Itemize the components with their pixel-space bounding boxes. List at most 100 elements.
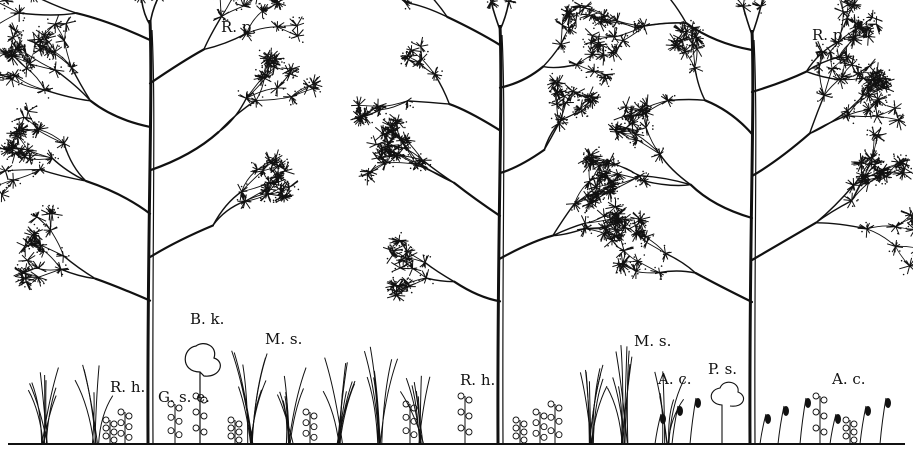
leaf-dot — [398, 293, 400, 295]
leaf-dot — [811, 60, 813, 62]
leaf-dot — [74, 65, 76, 67]
ac-stalk — [860, 406, 871, 444]
herb-leaf — [176, 418, 182, 424]
branch — [705, 100, 752, 134]
leaf-dot — [577, 99, 579, 101]
leaf-dot — [273, 201, 275, 203]
leaf-dot — [587, 195, 589, 197]
leaf-dot — [387, 258, 389, 260]
leaf-dot — [411, 247, 413, 249]
leaf-dot — [279, 7, 281, 9]
leaf-cluster — [899, 257, 913, 274]
herb-leaf — [176, 432, 182, 438]
leaf-dot — [52, 154, 54, 156]
leaf-dot — [632, 223, 634, 225]
leaf-dot — [9, 48, 11, 50]
leaf-dot — [402, 52, 404, 54]
leaf-dot — [393, 160, 395, 162]
leaf-dot — [664, 97, 666, 99]
leaf-dot — [22, 55, 24, 57]
leaf-dot — [614, 183, 616, 185]
branch — [77, 13, 150, 40]
leaf-dot — [394, 247, 396, 249]
ac-flower — [865, 406, 871, 416]
ps-plant — [711, 382, 743, 444]
leaf-dot — [568, 92, 570, 94]
leaf-dot — [592, 176, 594, 178]
leaf-dot — [865, 76, 867, 78]
leaf-cluster — [887, 240, 903, 256]
leaf-dot — [46, 251, 48, 253]
leaf-dot — [629, 225, 631, 227]
leaf-dot — [831, 96, 833, 98]
leaf-dot — [588, 188, 590, 190]
leaf-dot — [292, 77, 294, 79]
leaf-dot — [908, 226, 910, 228]
leaf-dot — [250, 105, 252, 107]
herb-leaf — [126, 434, 132, 440]
leaf-dot — [283, 88, 285, 90]
leaf-dot — [272, 54, 274, 56]
grass-tuft — [28, 368, 58, 444]
leaf-dot — [360, 107, 362, 109]
leaf-dot — [25, 108, 27, 110]
leaf-dot — [595, 190, 597, 192]
grass-tuft — [607, 345, 632, 444]
leaf-dot — [686, 44, 688, 46]
leaf-dot — [868, 27, 870, 29]
leaf-dot — [868, 183, 870, 185]
leaf-dot — [866, 22, 868, 24]
leaf-dot — [63, 30, 65, 32]
leaf-dot — [405, 264, 407, 266]
ac-stem — [800, 398, 806, 444]
leaf-dot — [596, 76, 598, 78]
leaf-dot — [624, 222, 626, 224]
leaf-dot — [413, 281, 415, 283]
leaf-dot — [624, 234, 626, 236]
leaf-dot — [599, 228, 601, 230]
leaf-dot — [614, 242, 616, 244]
leaf-dot — [39, 281, 41, 283]
leaf-dot — [857, 199, 859, 201]
leaf-dot — [882, 87, 884, 89]
leaf-dot — [290, 104, 292, 106]
leaf-dot — [856, 168, 858, 170]
leaf-dot — [587, 10, 589, 12]
leaf-dot — [581, 70, 583, 72]
branch — [204, 17, 222, 50]
leaf-cluster — [367, 136, 387, 148]
leaf-dot — [607, 245, 609, 247]
leaf-dot — [604, 197, 606, 199]
leaf-dot — [52, 206, 54, 208]
leaf-dot — [384, 140, 386, 142]
herb-leaf — [103, 425, 109, 431]
leaf-dot — [846, 20, 848, 22]
leaf-dot — [599, 11, 601, 13]
leaf-dot — [636, 228, 638, 230]
leaf-dot — [556, 90, 558, 92]
leaf-dot — [281, 61, 283, 63]
branch — [665, 253, 695, 273]
leaf-dot — [266, 189, 268, 191]
grass-blade — [75, 380, 94, 444]
leaf-dot — [352, 119, 354, 121]
trunk-outline — [152, 30, 154, 444]
leaf-dot — [557, 86, 559, 88]
leaf-dot — [613, 262, 615, 264]
leaf-dot — [263, 59, 265, 61]
leaf-dot — [241, 186, 243, 188]
leaf-dot — [29, 248, 31, 250]
herb-leaf — [548, 401, 554, 407]
leaf-dot — [634, 147, 636, 149]
label-rh-mid: R. h. — [460, 371, 495, 389]
leaf-dot — [837, 4, 839, 6]
branch — [691, 185, 752, 218]
leaf-dot — [61, 247, 63, 249]
leaf-dot — [638, 23, 640, 25]
leaf-dot — [683, 37, 685, 39]
leaf-dot — [865, 32, 867, 34]
leaf-dot — [888, 168, 890, 170]
leaf-dot — [881, 94, 883, 96]
grass-blade — [99, 396, 113, 444]
leaf-dot — [905, 155, 907, 157]
